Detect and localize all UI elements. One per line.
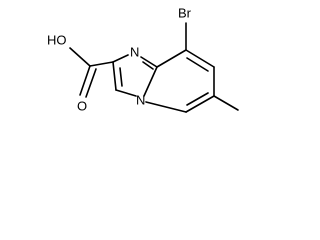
ring-bonds — [112, 49, 215, 113]
bond-c2-carboxyl — [89, 61, 114, 67]
bond-n1-c8a — [140, 56, 158, 68]
bond-c6-c5 — [185, 95, 215, 113]
bond-c6-methyl — [213, 95, 239, 111]
carbonyl-oxygen-label: O — [77, 99, 87, 114]
hydroxyl-label: HO — [47, 33, 67, 48]
bond-n4-c3 — [115, 89, 137, 97]
bond-carboxyl-o-double-a — [79, 65, 91, 96]
bond-c8a-c8 — [156, 49, 187, 68]
bond-n1-c8a-double — [142, 61, 154, 70]
bond-c8a-n4 — [143, 66, 158, 97]
bond-c2-c3-double — [119, 67, 123, 87]
imine-nitrogen-label: N — [130, 45, 139, 60]
bond-carboxyl-o-double-b — [85, 68, 97, 98]
bond-c2-n1 — [112, 54, 129, 63]
substituent-bonds — [69, 22, 239, 111]
bond-c6-c5-double — [186, 92, 209, 106]
chemical-structure: Br HO O N N — [47, 6, 239, 114]
bond-c8-c7-double — [186, 57, 209, 72]
bromine-label: Br — [178, 6, 192, 21]
bond-carboxyl-oh — [69, 47, 91, 67]
bond-c3-c2 — [112, 61, 117, 91]
bond-c5-n4 — [145, 101, 187, 113]
bridgehead-nitrogen-label: N — [136, 93, 145, 108]
bond-c8-c7 — [185, 49, 215, 68]
